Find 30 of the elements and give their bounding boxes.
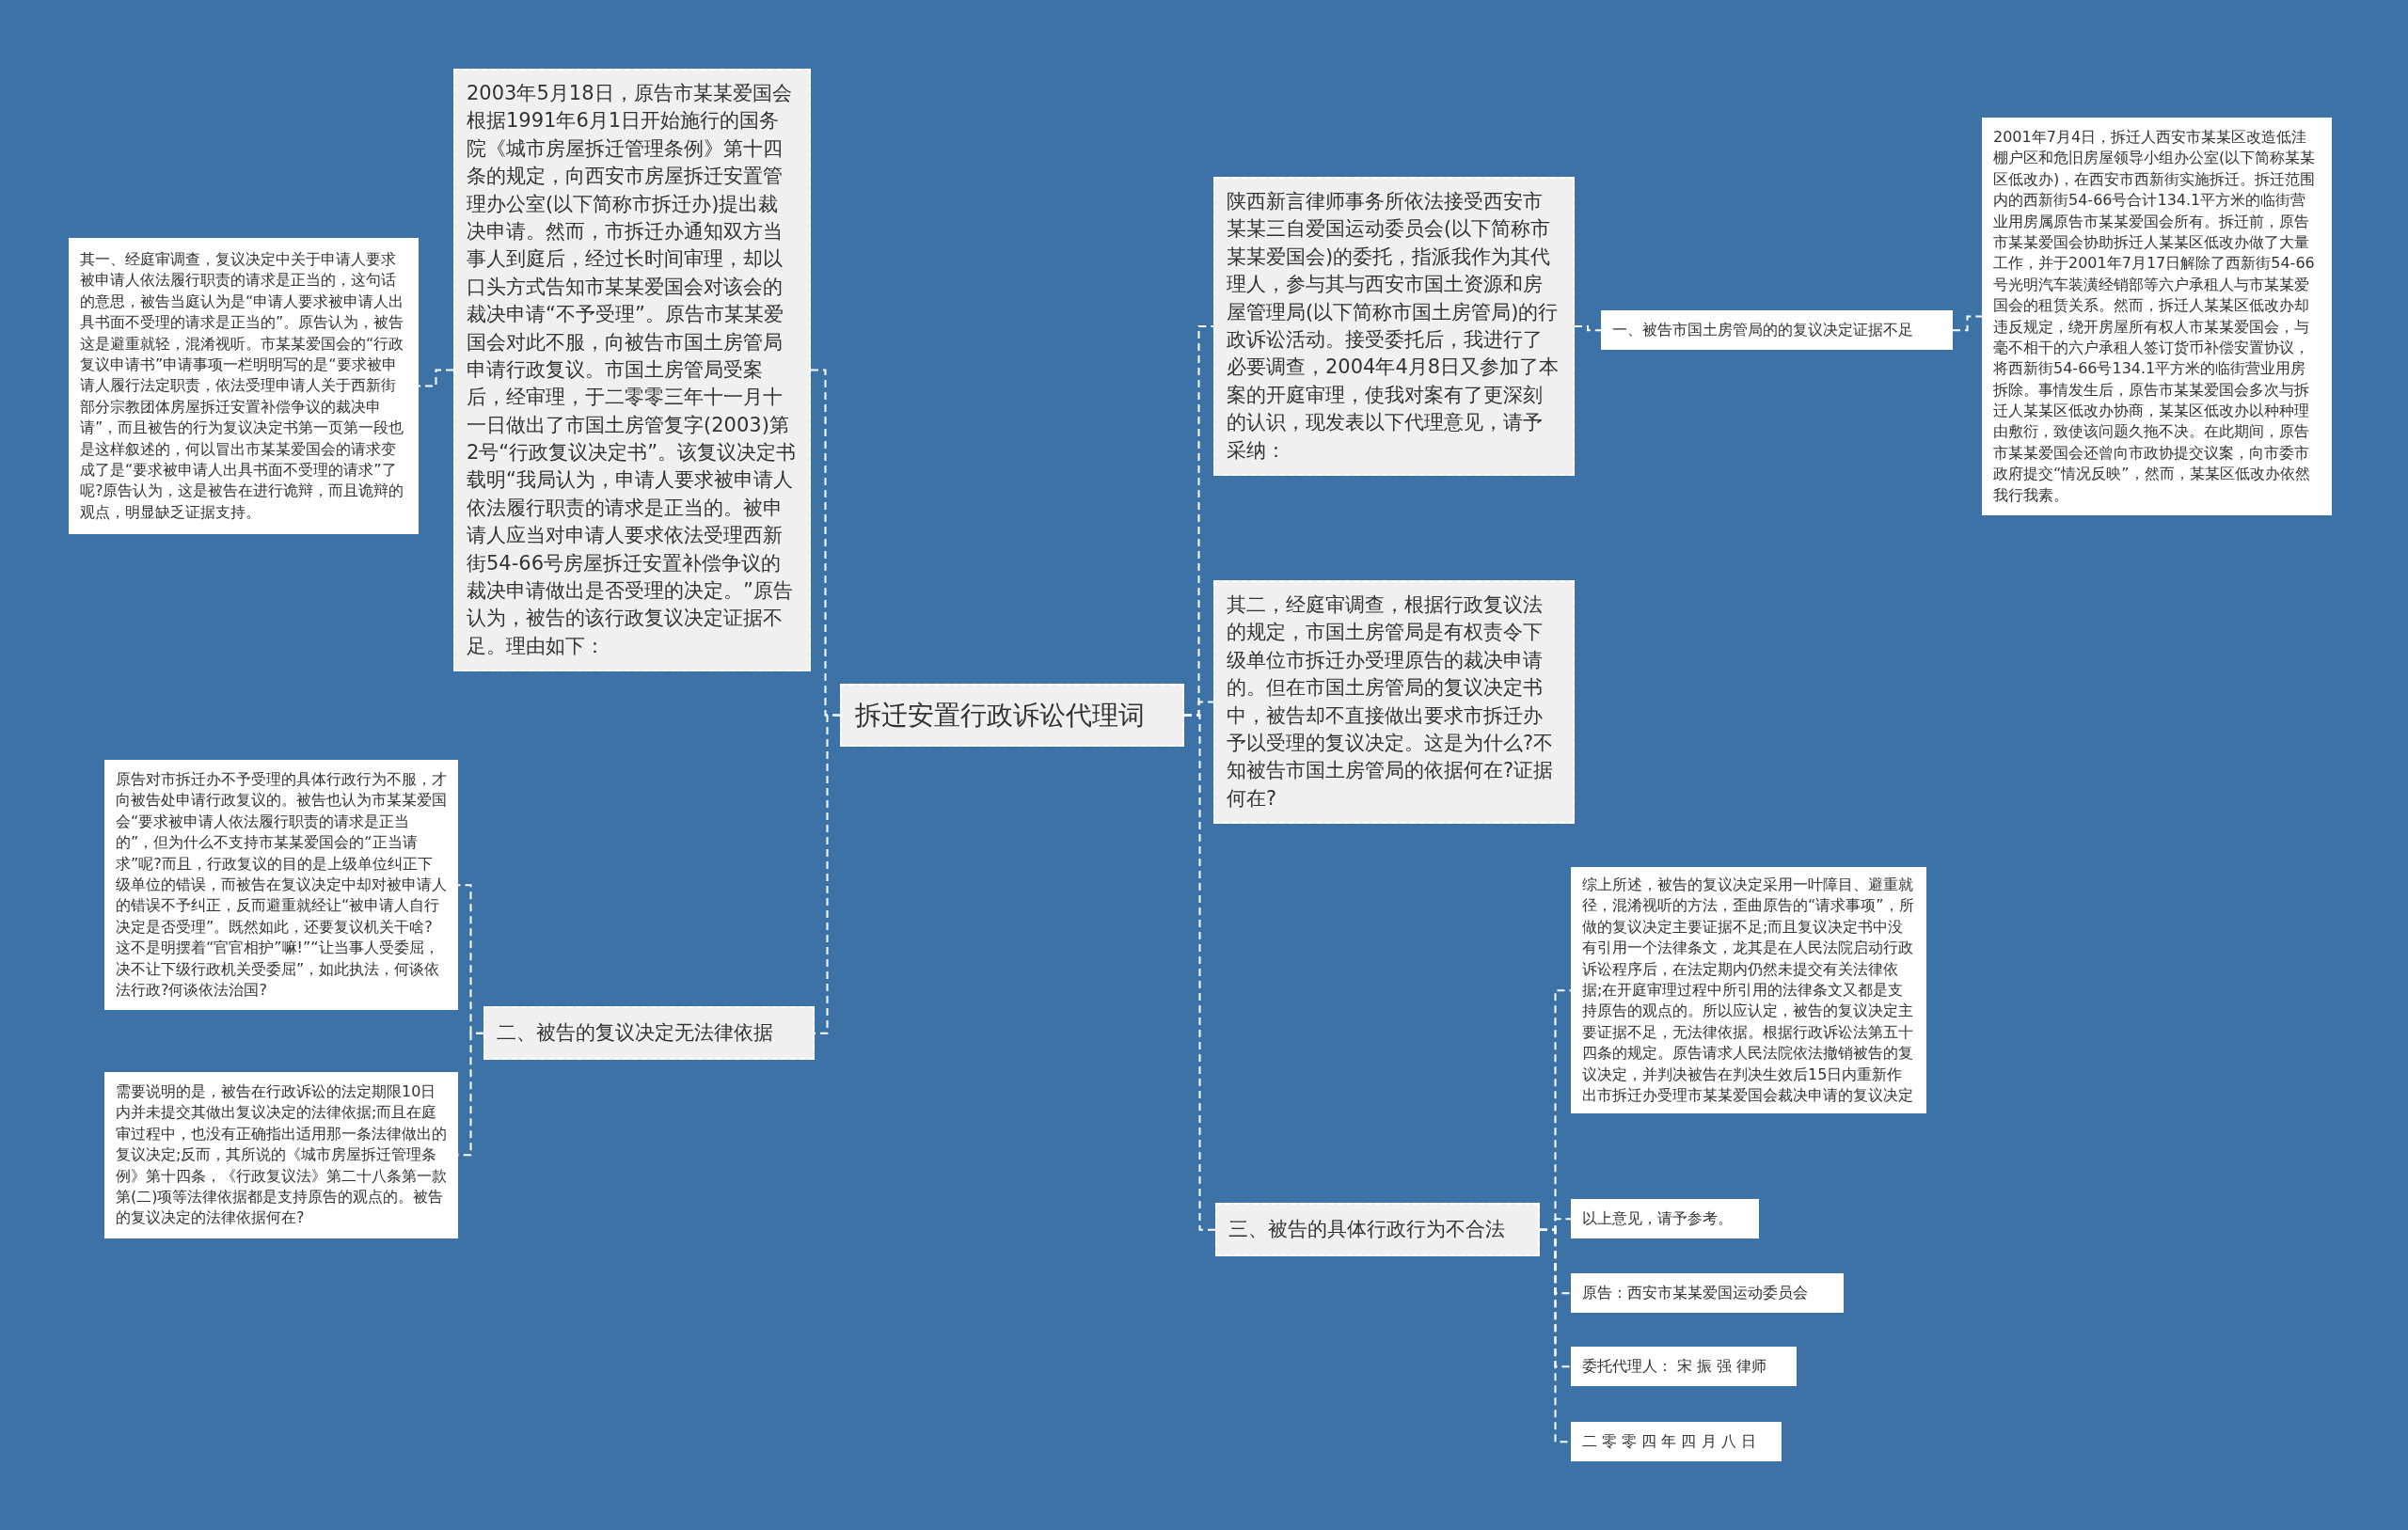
node-text: 二、被告的复议决定无法律依据 [497, 1020, 774, 1046]
node-text: 2001年7月4日，拆迁人西安市某某区改造低洼棚户区和危旧房屋领导小组办公室(以下简称某某区低改办)，在西安市西新街实施拆迁。拆迁范围内的西新街54-66号合计134.1平方米的临街营业用房属原告市某某爱国会所有。拆迁前，原告市某某爱国会协助拆迁人某某区低改办做了大量工作，并于2001年7月17日解除了西新街54-66号光明汽车装潢经销部等六户承租人与市某某爱国会的租赁关系。然而，拆迁人某某区低改办却违反规定，绕开房屋所有权人市某某爱国会，与毫不相干的六户承租人签订货币补偿安置协议，将西新街54-66号134.1平方米的临街营业用房拆除。事情发生后，原告市某某爱国会多次与拆迁人某某区低改办协商，某某区低改办以种种理由敷衍，致使该问题久拖不决。在此期间，原告市某某爱国会还曾向市政协提交议案，向市委市政府提交“情况反映”，然而，某某区低改办依然我行我素。 [1993, 127, 2317, 506]
node-text: 委托代理人： 宋 振 强 律师 [1582, 1356, 1768, 1377]
node-text: 陕西新言律师事务所依法接受西安市某某三自爱国运动委员会(以下简称市某某爱国会)的委托，指派我作为其代理人，参与其与西安市国土资源和房屋管理局(以下简称市国土房管局)的行政诉讼活动。接受委托后，我进行了必要调查，2004年4月8日又参加了本案的开庭审理，使我对案有了更深刻的认识，现发表以下代理意见，请予采纳： [1227, 189, 1560, 464]
connector-line [1574, 324, 1602, 332]
text-box [1213, 580, 1575, 825]
connector-line [1952, 315, 1983, 332]
text-box [104, 1072, 458, 1238]
node-text: 2003年5月18日，原告市某某爱国会根据1991年6月1日开始施行的国务院《城市房屋拆迁管理条例》第十四条的规定，向西安市房屋拆迁安置管理办公室(以下简称市拆迁办)提出裁决申请。然而，市拆迁办通知双方当事人到庭后，经过长时间审理，却以口头方式告知市某某爱国会对该会的裁决申请“不予受理”。原告市某某爱国会对此不服，向被告市国土房管局申请行政复议。市国土房管局受案后，经审理，于二零零三年十一月十一日做出了市国土房管复字(2003)第2号“行政复议决定书”。该复议决定书载明“我局认为，申请人要求被申请人依法履行职责的请求是正当的。被申请人应当对申请人要求依法受理西新街54-66号房屋拆迁安置补偿争议的裁决申请做出是否受理的决定。”原告认为，被告的该行政复议决定证据不足。理由如下： [467, 81, 798, 659]
node-text: 一、被告市国土房管局的的复议决定证据不足 [1612, 320, 1914, 340]
text-box [1571, 1347, 1797, 1387]
text-box [1571, 1199, 1759, 1239]
node-text: 拆迁安置行政诉讼代理词 [855, 699, 1146, 733]
branch-topic-box [483, 1006, 815, 1061]
connector-line [1183, 714, 1216, 1231]
node-text: 二 零 零 四 年 四 月 八 日 [1582, 1431, 1757, 1452]
node-text: 综上所述，被告的复议决定采用一叶障目、避重就径，混淆视听的方法，歪曲原告的“请求事项”，所做的复议决定主要证据不足;而且复议决定书中没有引用一个法律条文，龙其是在人民法院启动行政诉讼程序后，在法定期内仍然未提交有关法律依据;在开庭审理过程中所引用的法律条文又都是支持原告的观点的。所以应认定，被告的复议决定主要证据不足，无法律依据。根据行政诉讼法第五十四条的规定。原告请求人民法院依法撤销被告的复议决定，并判决被告在判决生效后15日内重新作出市拆迁办受理市某某爱国会裁决申请的复议决定 [1582, 875, 1915, 1106]
text-box [1213, 177, 1575, 476]
node-text: 需要说明的是，被告在行政诉讼的法定期限10日内并未提交其做出复议决定的法律依据;而且在庭审过程中，也没有正确指出适用那一条法律做出的复议决定;反而，其所说的《城市房屋拆迁管理条例》第十四条，《行政复议法》第二十八条第一款第(二)项等法律依据都是支持原告的观点的。被告的复议决定的法律依据何在? [116, 1081, 447, 1229]
subtopic-box [1601, 310, 1953, 351]
node-text: 其二，经庭审调查，根据行政复议法的规定，市国土房管局是有权责令下级单位市拆迁办受理原告的裁决申请的。但在市国土房管局的复议决定书中，被告却不直接做出要求市拆迁办予以受理的复议决定。这是为什么?不知被告市国土房管局的依据何在?证据何在? [1227, 592, 1555, 812]
node-text: 以上意见，请予参考。 [1582, 1208, 1734, 1229]
node-text: 原告对市拆迁办不予受理的具体行政行为不服，才向被告处申请行政复议的。被告也认为市某某爱国会“要求被申请人依法履行职责的请求是正当的”，但为什么不支持市某某爱国会的“正当请求”呢?而且，行政复议的目的是上级单位纠正下级单位的错误，而被告在复议决定中却对被申请人的错误不予纠正，反而避重就经让“被申请人自行决定是否受理”。既然如此，还要复议机关干啥?这不是明摆着“官官相护”嘛!”“让当事人受委屈，决不让下级行政机关受委屈”，如此执法，何谈依法行政?何谈依法治国? [116, 769, 447, 1001]
root-topic-box [840, 684, 1184, 748]
node-text: 三、被告的具体行政行为不合法 [1228, 1217, 1506, 1242]
node-text: 其一、经庭审调查，复议决定中关于申请人要求被申请人依法履行职责的请求是正当的，这句话的意思，被告当庭认为是“申请人要求被申请人出具书面不受理的请求是正当的”。原告认为，被告这是避重就轻，混淆视听。市某某爱国会的“行政复议申请书”申请事项一栏明明写的是“要求被申请人履行法定职责，依法受理申请人关于西新街部分宗教团体房屋拆迁安置补偿争议的裁决申请”，而且被告的行为复议决定书第一页第一段也是这样叙述的，何以冒出市某某爱国会的请求变成了是“要求被申请人出具书面不受理的请求”了呢?原告认为，这是被告在进行诡辩，而且诡辩的观点，明显缺乏证据支持。 [80, 249, 405, 523]
node-text: 原告：西安市某某爱国运动委员会 [1582, 1283, 1809, 1303]
branch-topic-box [1215, 1203, 1540, 1257]
text-box [1571, 1422, 1782, 1462]
text-box [1571, 1273, 1844, 1314]
